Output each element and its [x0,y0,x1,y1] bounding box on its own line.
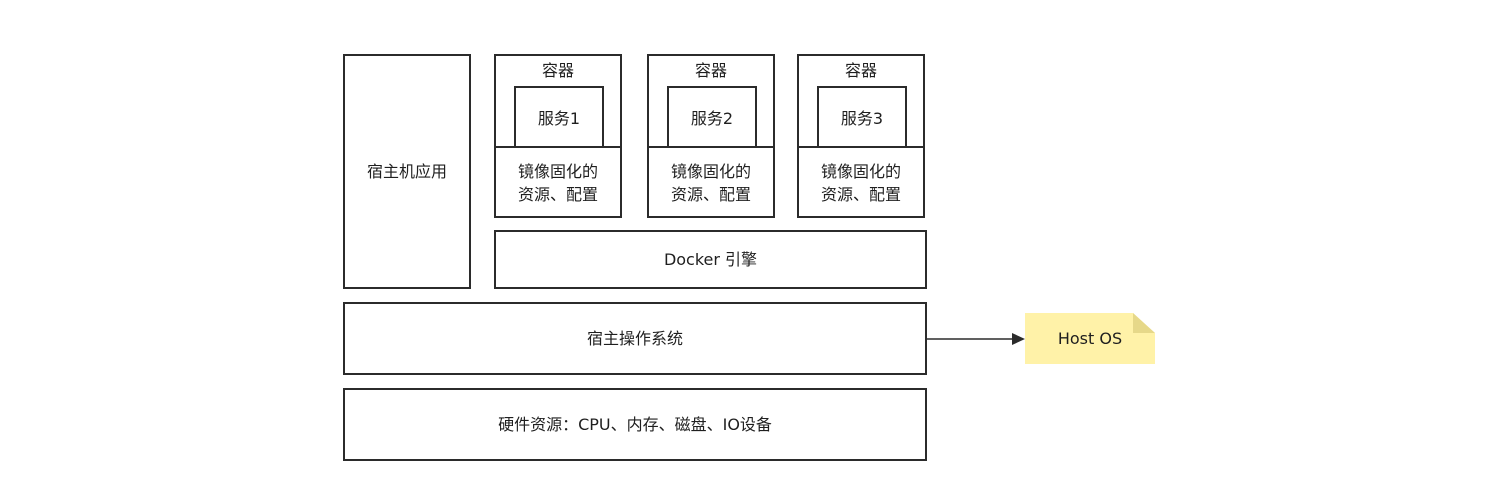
service-box-2: 服务2 [667,86,757,148]
docker-engine-label: Docker 引擎 [663,249,758,269]
hardware-resources-label: 硬件资源：CPU、内存、磁盘、IO设备 [498,414,772,434]
service-label-3: 服务3 [840,109,884,128]
host-os-box: 宿主操作系统 [343,302,927,375]
container-box-3: 容器 服务3 镜像固化的 资源、配置 [797,54,925,218]
arrowhead-icon [1012,333,1025,345]
container-divider-3 [799,146,923,148]
container-resource-line1-1: 镜像固化的 [517,162,598,181]
container-resource-line2-3: 资源、配置 [820,185,901,204]
host-os-connector-arrow [926,333,1025,345]
host-application-box: 宿主机应用 [343,54,471,289]
container-resource-line1-2: 镜像固化的 [670,162,751,181]
hardware-resources-box: 硬件资源：CPU、内存、磁盘、IO设备 [343,388,927,461]
container-divider-2 [649,146,773,148]
container-resource-line2-2: 资源、配置 [670,185,751,204]
container-title-2: 容器 [694,61,727,80]
container-resource-text-1: 镜像固化的 资源、配置 [496,160,620,206]
service-box-3: 服务3 [817,86,907,148]
host-application-label: 宿主机应用 [366,161,447,181]
container-resource-line1-3: 镜像固化的 [820,162,901,181]
note-body [1025,313,1155,364]
host-os-note: Host OS [1025,313,1155,364]
host-os-note-label: Host OS [1057,329,1123,348]
service-box-1: 服务1 [514,86,604,148]
host-os-label: 宿主操作系统 [586,328,683,348]
container-box-1: 容器 服务1 镜像固化的 资源、配置 [494,54,622,218]
container-resource-text-3: 镜像固化的 资源、配置 [799,160,923,206]
container-title-1: 容器 [541,61,574,80]
container-box-2: 容器 服务2 镜像固化的 资源、配置 [647,54,775,218]
container-resource-line2-1: 资源、配置 [517,185,598,204]
service-label-1: 服务1 [537,109,581,128]
docker-engine-box: Docker 引擎 [494,230,927,289]
service-label-2: 服务2 [690,109,734,128]
container-title-3: 容器 [844,61,877,80]
container-resource-text-2: 镜像固化的 资源、配置 [649,160,773,206]
note-shape-icon [1025,313,1155,364]
note-fold-icon [1133,313,1155,333]
container-divider-1 [496,146,620,148]
